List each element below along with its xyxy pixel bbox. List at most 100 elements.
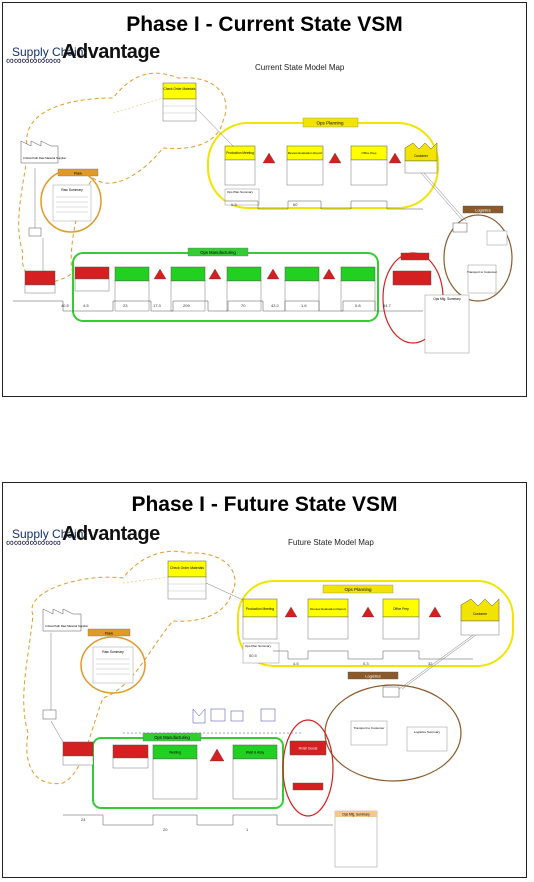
timeline-value: 60 [293,202,298,207]
customer-label: Customer [473,612,488,616]
kaizen-burst-icon [192,708,206,724]
future-state-slide: Phase I - Future State VSM Supply Chain … [2,482,527,878]
chain-icon: ∞∞∞∞∞∞∞ [6,537,61,549]
mfg-timeline [13,300,423,312]
timeline-value: 4.5 [83,303,89,308]
order-materials-label: Check Order Materials [164,87,196,91]
ops-planning-label: Ops Planning [344,587,372,592]
finish-goods-label: Finish Goods [299,747,318,751]
logo-text-main: Advantage [62,523,160,545]
review-evaluation-label: Review Evaluation Report [288,151,323,155]
transport-label: Transport to Customer [354,726,385,730]
ops-mfg-summary-box [424,294,470,354]
production-meeting-process: Production Meeting [242,598,278,640]
ops-plan-summary-label: Ops Plan Summary [227,190,254,194]
mfg-timeline [63,814,333,826]
supplier-truck-icon [42,709,57,720]
ops-planning-label: Ops Planning [316,121,344,126]
timeline-value: 43.2 [271,303,279,308]
current-state-slide: Phase I - Current State VSM Supply Chain… [2,2,527,397]
weld-assy-process: Weld & Assy [232,744,278,800]
timeline-value: 34.7 [383,303,391,308]
logistics-label: Logistics [365,674,381,679]
mfg-process-4 [226,266,262,312]
logistics-label: Logistics [475,208,491,213]
finish-goods-process [289,740,327,756]
timeline-value: 4.5 [293,661,299,666]
raw-storage-process [62,741,94,757]
timeline-value: 23 [123,303,128,308]
transport-box [350,720,388,746]
mfg-process-5 [284,266,320,312]
planning-timeline [273,650,473,660]
weld-assy-label: Weld & Assy [246,751,265,755]
ops-planning-region [237,580,514,667]
transport-box [467,264,497,294]
raw-label: Raw [74,171,82,176]
timeline-value: 209 [183,303,190,308]
raw-dashed-boundary [18,72,227,283]
mfg-process-1 [74,266,110,292]
chain-icon: ∞∞∞∞∞∞∞ [6,55,61,67]
logistics-label-box [347,671,399,680]
customer-label: Customer [414,154,429,158]
inventory-triangle-icon [153,268,167,280]
raw-label-box [87,628,131,637]
order-materials-data-box [162,98,197,122]
logistics-label-box [462,205,504,214]
raw-summary-circle [40,169,102,233]
transport-label: Transport to Customer [467,270,497,274]
raw-storage-process [24,270,56,286]
map-title-current: Current State Model Map [255,63,345,72]
customer-factory-icon [404,142,438,162]
map-title-future: Future State Model Map [288,538,374,547]
ops-manufacturing-label: Ops Manufacturing [154,735,190,740]
inventory-triangle-icon [262,152,276,164]
logistics-truck-icon [382,686,400,698]
review-evaluation-process: Review Evaluation Report [307,598,349,640]
production-meeting-process: Production Meeting [224,145,256,186]
kanban-icon [230,710,244,722]
timeline-value: 1 [246,827,249,832]
mfg-process-2 [114,266,150,312]
office-prep-process: Office Prep [350,145,388,186]
logo-text-main: Advantage [62,41,160,63]
mfg-process-3 [170,266,206,312]
supplier-factory-icon [42,608,82,632]
welding-process: Welding [152,744,198,800]
order-materials-process [162,82,197,100]
ops-mfg-summary-label: Ops Mfg. Summary [433,297,461,301]
timeline-value: 32 [428,661,433,666]
inventory-triangle-icon [284,606,298,618]
ops-plan-summary-label: Ops Plan Summary [245,644,272,648]
timeline-value: 50.5 [249,653,257,658]
timeline-value: 0.3 [231,202,237,207]
supply-chain-advantage-logo: Supply Chain ∞∞∞∞∞∞∞ Advantage [6,41,166,69]
timeline-value: 24 [81,817,86,822]
ops-planning-label-box [322,584,394,594]
order-materials-data-box [167,576,207,600]
timeline-value: 17.3 [153,303,161,308]
slide-title-future: Phase I - Future State VSM [131,493,398,516]
inventory-triangle-icon [266,268,280,280]
logistics-summary-box [486,230,508,246]
raw-summary-circle [80,636,146,694]
supplier-label: Critical Path Raw Material Supplier [45,624,88,628]
planning-timeline [225,200,423,210]
supply-chain-advantage-logo: Supply Chain ∞∞∞∞∞∞∞ Advantage [6,523,166,551]
logo-text-prefix: Supply Chain [12,45,84,59]
future-state-diagram: Check Order Materials Critical Path Raw … [23,550,514,868]
production-meeting-label: Production Meeting [226,151,254,155]
supplier-label: Critical Path Raw Material Supplier [23,156,66,160]
inventory-triangle-icon [208,268,222,280]
ops-mfg-summary-label: Ops Mfg. Summary [342,813,370,817]
ops-manufacturing-label-box [142,732,202,742]
raw-summary-box [92,646,134,684]
customer-factory-icon [460,598,500,622]
timeline-value: 0.8 [355,303,361,308]
welding-label: Welding [169,751,181,755]
supplier-truck-icon [28,227,42,237]
inventory-triangle-icon [209,748,225,762]
timeline-value: 0.3 [363,661,369,666]
raw-summary-box [52,184,92,222]
